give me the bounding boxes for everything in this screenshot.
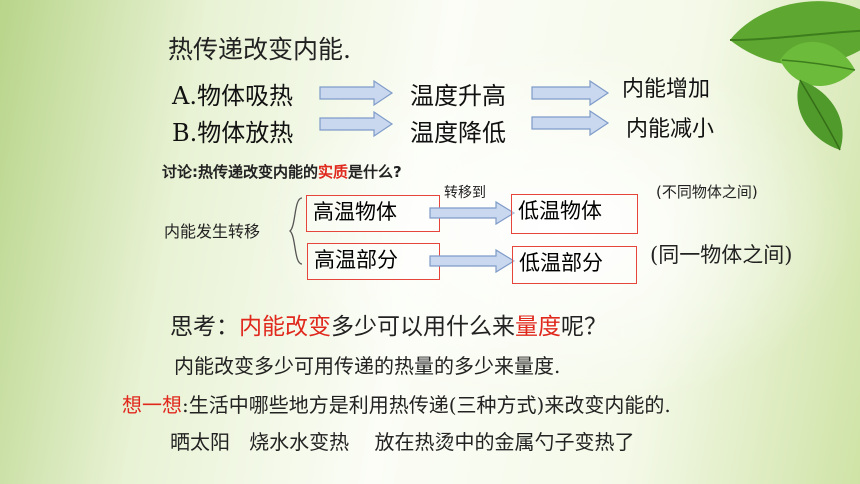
note-different-objects: (不同物体之间) — [656, 183, 758, 201]
examples-text: 晒太阳 烧水水变热 放在热烫中的金属勺子变热了 — [170, 430, 635, 454]
brace-icon — [288, 197, 303, 265]
transfer-label: 内能发生转移 — [164, 222, 261, 241]
page-title: 热传递改变内能. — [168, 35, 351, 64]
discussion-question: 讨论:热传递改变内能的实质是什么? — [162, 163, 402, 181]
box-low-temp-part: 低温部分 — [512, 246, 637, 284]
arrow-right-icon — [531, 110, 610, 136]
arrow-right-icon — [429, 248, 516, 274]
transfer-arrow-label: 转移到 — [444, 185, 486, 201]
arrow-right-icon — [429, 200, 516, 226]
row-a-result: 内能增加 — [622, 77, 711, 102]
row-b-middle: 温度降低 — [410, 119, 506, 147]
leaf-decoration-icon — [729, 1, 860, 151]
arrow-right-icon — [531, 80, 610, 106]
box-low-temp-object: 低温物体 — [511, 194, 638, 234]
arrow-right-icon — [319, 111, 394, 137]
note-same-object: (同一物体之间) — [650, 243, 793, 267]
row-a-middle: 温度升高 — [410, 82, 506, 110]
box-high-temp-object: 高温物体 — [306, 195, 440, 232]
row-b-label: B.物体放热 — [172, 119, 294, 147]
think-question: 思考：内能改变多少可以用什么来量度呢？ — [170, 314, 607, 340]
row-b-result: 内能减小 — [626, 117, 715, 142]
consider-question: 想一想:生活中哪些地方是利用热传递(三种方式)来改变内能的. — [122, 393, 671, 417]
box-high-temp-part: 高温部分 — [307, 243, 440, 280]
arrow-right-icon — [319, 80, 394, 106]
answer-text: 内能改变多少可用传递的热量的多少来量度. — [174, 354, 561, 378]
row-a-label: A.物体吸热 — [172, 82, 293, 110]
